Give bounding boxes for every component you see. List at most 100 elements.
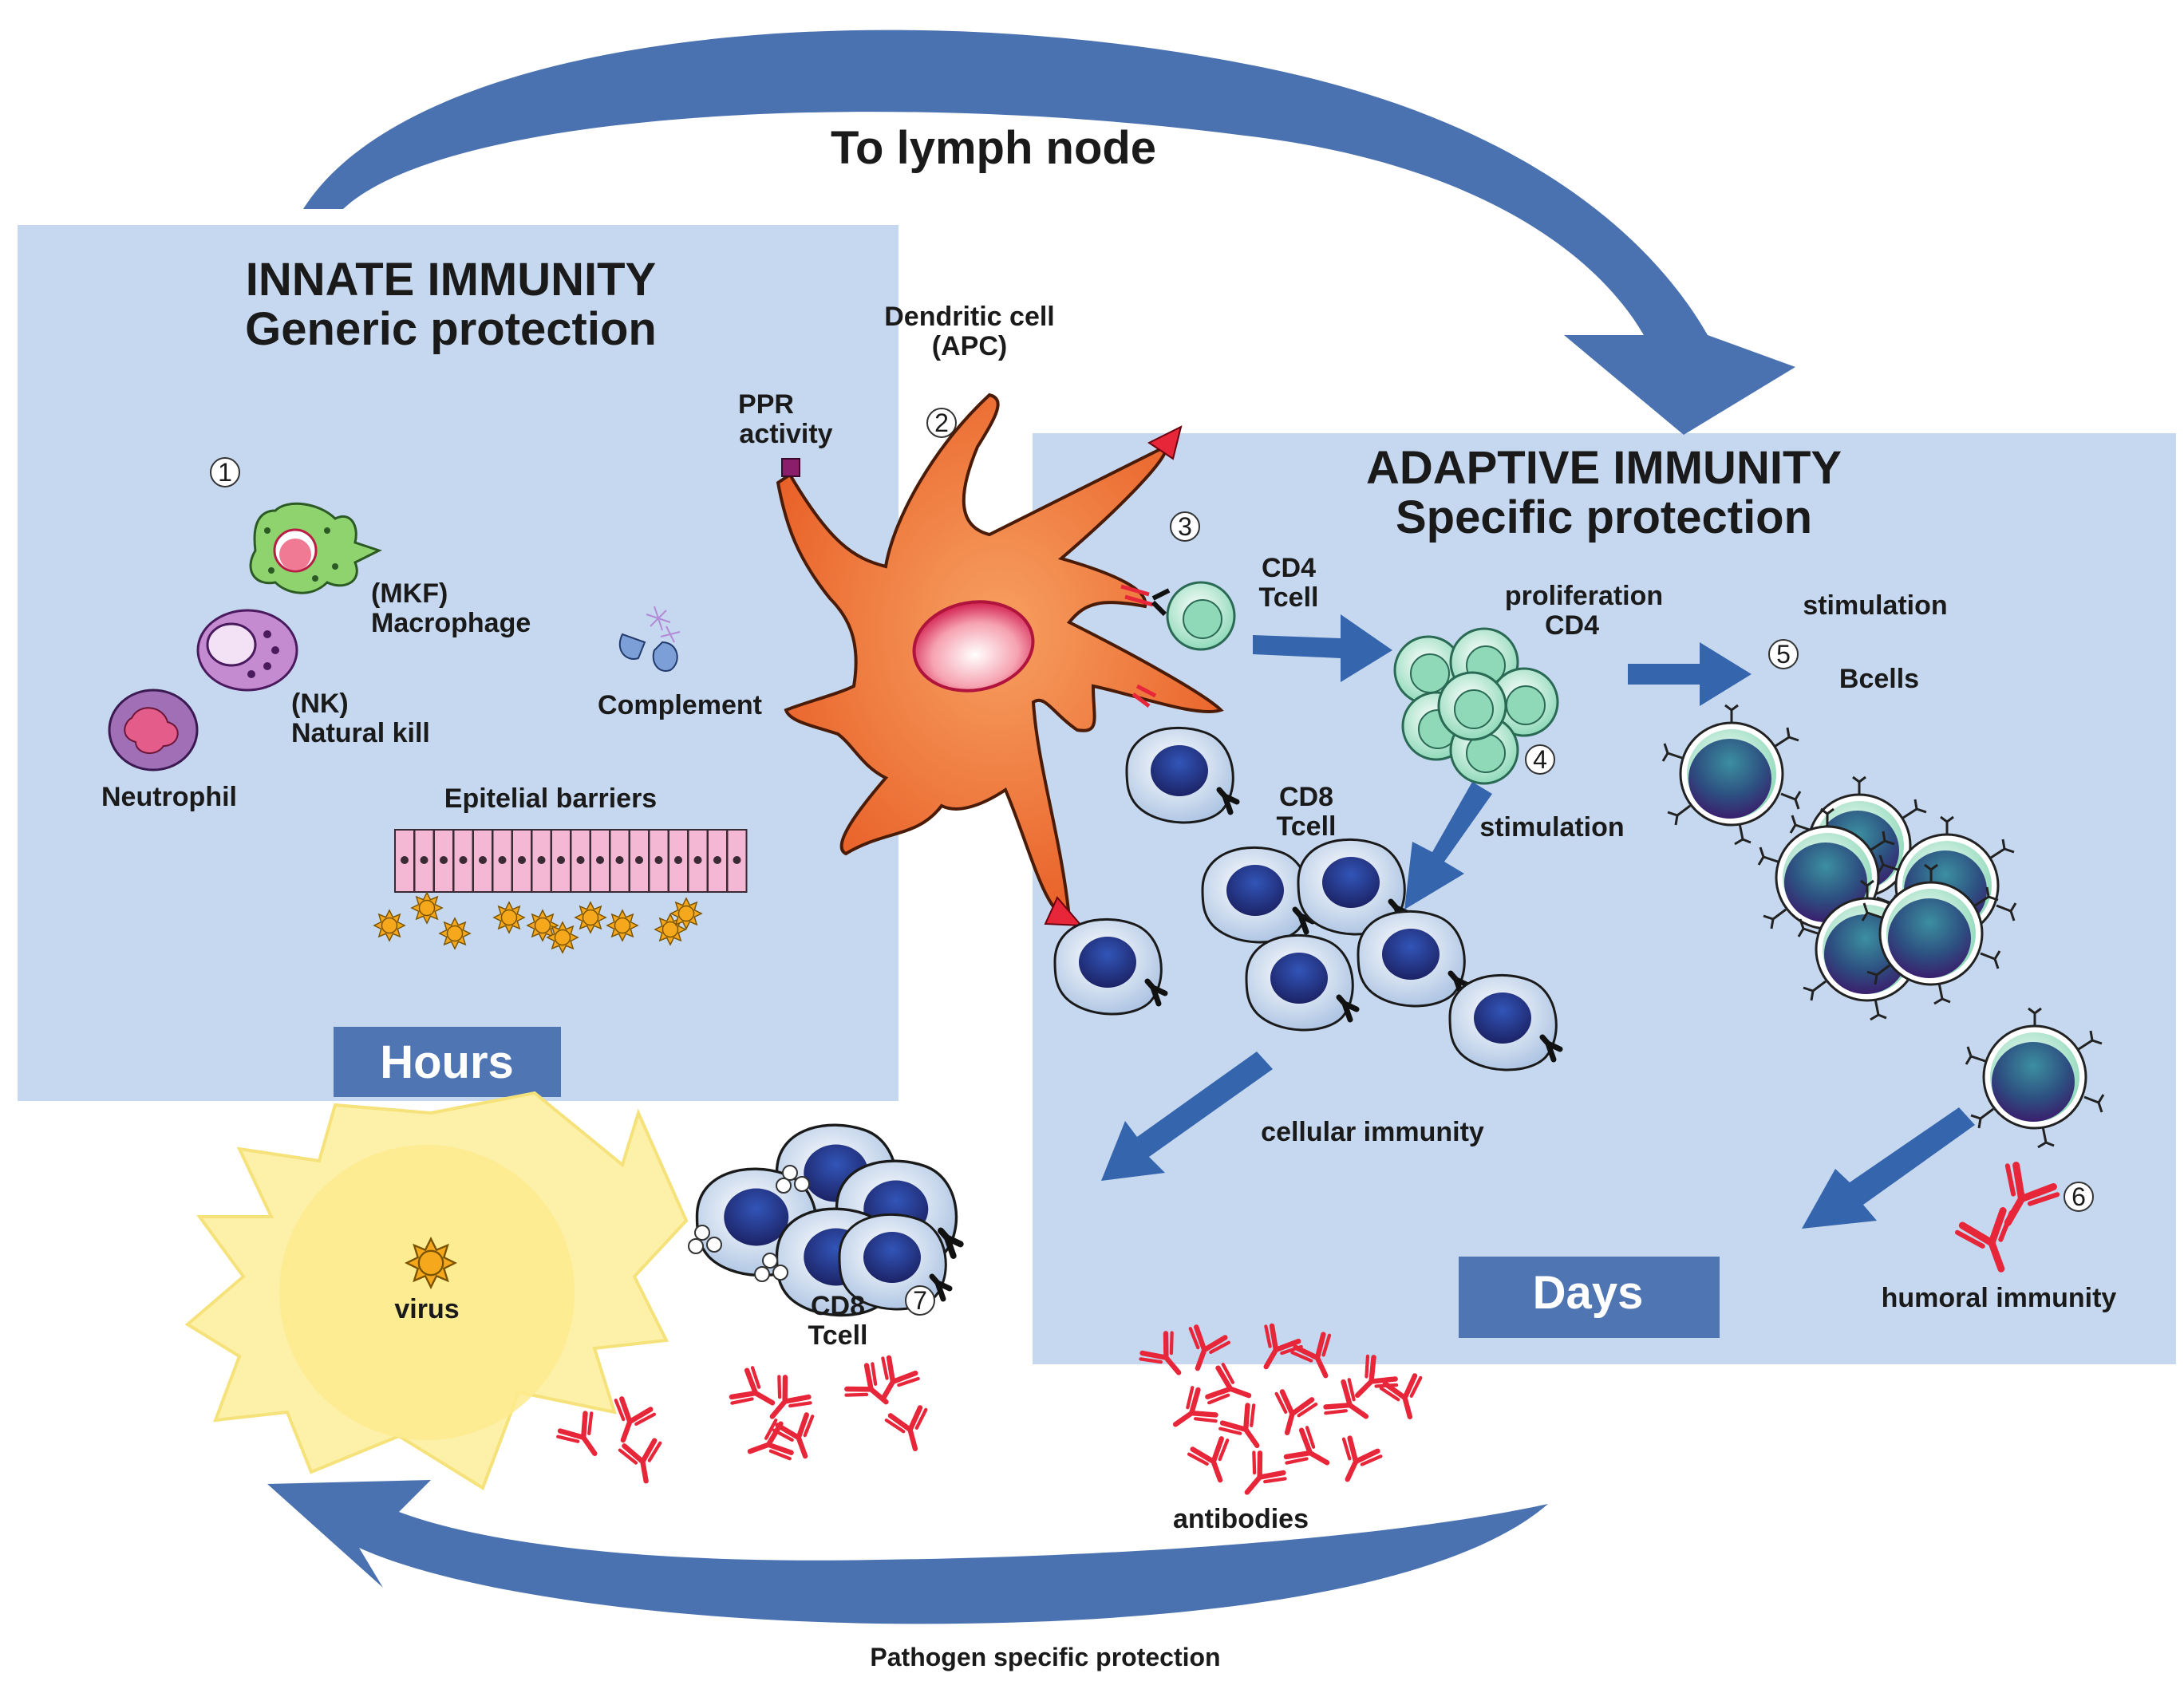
virus-particle bbox=[547, 921, 579, 953]
nk-cell-icon bbox=[196, 609, 298, 692]
cd4-label-2: Tcell bbox=[1259, 582, 1319, 613]
virus-particle bbox=[670, 898, 702, 929]
antibody bbox=[1329, 1436, 1383, 1488]
hours-label: Hours bbox=[380, 1036, 514, 1088]
nk-label-1: (NK) bbox=[291, 689, 349, 719]
epithelial-cell-nucleus bbox=[537, 856, 546, 864]
step-5-number: 5 bbox=[1776, 640, 1791, 669]
antibody-icon bbox=[619, 1440, 666, 1485]
cytotoxic-cd8-cluster bbox=[688, 1125, 961, 1315]
epithelial-cell-nucleus bbox=[635, 856, 643, 864]
antibody bbox=[886, 1407, 935, 1454]
antibody-icon bbox=[743, 1419, 793, 1471]
step-2-marker bbox=[926, 408, 957, 438]
epithelial-cell-nucleus bbox=[440, 856, 448, 864]
cellular-immunity-label: cellular immunity bbox=[1261, 1117, 1484, 1147]
epithelial-cell bbox=[511, 829, 532, 893]
antibody bbox=[619, 1440, 666, 1485]
dendritic-cell-icon bbox=[776, 393, 1224, 927]
step-3-number: 3 bbox=[1178, 512, 1192, 541]
days-tag bbox=[1459, 1257, 1720, 1338]
arrow-cellular-immunity bbox=[1101, 1052, 1273, 1181]
antibody-icon bbox=[1231, 1450, 1287, 1505]
cd4-label-1: CD4 bbox=[1262, 553, 1316, 583]
cd8-label-2: Tcell bbox=[1277, 811, 1337, 842]
step-1-number: 1 bbox=[218, 458, 232, 487]
ppr-label-2: activity bbox=[739, 419, 832, 449]
stimulation-label-mid: stimulation bbox=[1479, 812, 1624, 843]
antibody-icon bbox=[556, 1411, 611, 1466]
arrow-cd4-to-proliferation bbox=[1253, 614, 1392, 682]
epithelial-cell-nucleus bbox=[498, 856, 507, 864]
step-3-marker bbox=[1170, 511, 1200, 542]
antibodies-group bbox=[556, 1324, 1430, 1505]
step-6-number: 6 bbox=[2071, 1182, 2086, 1211]
bottom-cd8-label-1: CD8 bbox=[811, 1291, 865, 1321]
hours-tag bbox=[334, 1027, 561, 1097]
virus-particle bbox=[606, 910, 638, 941]
antibody bbox=[1218, 1403, 1274, 1458]
epithelial-cell-nucleus bbox=[401, 856, 409, 864]
virus-particle bbox=[411, 892, 443, 924]
epithelial-cell-nucleus bbox=[576, 856, 585, 864]
macrophage-label-1: (MKF) bbox=[371, 578, 448, 609]
complement-label: Complement bbox=[598, 690, 762, 720]
antibody bbox=[1231, 1450, 1287, 1505]
innate-title: INNATE IMMUNITY bbox=[246, 254, 656, 306]
proliferation-label-1: proliferation bbox=[1505, 581, 1663, 611]
antibodies-label: antibodies bbox=[1173, 1504, 1309, 1534]
step-1-marker bbox=[210, 457, 240, 487]
antibody bbox=[1188, 1437, 1240, 1487]
antibody-icon bbox=[1284, 1426, 1337, 1480]
epithelial-cell-nucleus bbox=[713, 856, 721, 864]
epithelial-cell-nucleus bbox=[615, 856, 624, 864]
epithelial-cell-nucleus bbox=[459, 856, 468, 864]
dendritic-label-1: Dendritic cell bbox=[884, 302, 1055, 332]
virus-particle bbox=[575, 902, 606, 933]
antibody-icon bbox=[886, 1407, 935, 1454]
step-4-number: 4 bbox=[1533, 745, 1547, 774]
epithelial-cell bbox=[413, 829, 435, 893]
neutrophil-label: Neutrophil bbox=[101, 782, 237, 812]
step-5-marker bbox=[1768, 639, 1799, 669]
humoral-immunity-label: humoral immunity bbox=[1882, 1283, 2117, 1313]
epithelial-cell-nucleus bbox=[518, 856, 526, 864]
virus-icon bbox=[405, 1237, 456, 1288]
antibody bbox=[1284, 1426, 1337, 1480]
step-4-marker bbox=[1525, 744, 1555, 775]
step-7-marker bbox=[905, 1285, 935, 1316]
virus-particle bbox=[373, 910, 405, 941]
stimulation-label-top: stimulation bbox=[1803, 590, 1947, 621]
bcells-label: Bcells bbox=[1839, 664, 1919, 694]
step-7-number: 7 bbox=[913, 1286, 927, 1315]
arrow-stimulation-down bbox=[1404, 782, 1492, 910]
complement-icon bbox=[618, 606, 681, 672]
epithelial-barrier-icon bbox=[394, 829, 748, 893]
innate-subtitle: Generic protection bbox=[245, 303, 657, 355]
bottom-cd8-label-2: Tcell bbox=[808, 1320, 868, 1351]
top-arrow-label: To lymph node bbox=[831, 122, 1156, 174]
bottom-arrow-label: Pathogen specific protection bbox=[870, 1643, 1220, 1671]
adaptive-title: ADAPTIVE IMMUNITY bbox=[1366, 442, 1842, 494]
proliferation-label-2: CD4 bbox=[1545, 610, 1599, 641]
antibody bbox=[556, 1411, 611, 1466]
ppr-label-1: PPR bbox=[738, 389, 794, 420]
epithelial-cell-nucleus bbox=[557, 856, 565, 864]
antigen-receptor-icon bbox=[1120, 584, 1171, 708]
epithelial-cell bbox=[492, 829, 513, 893]
nk-label-2: Natural kill bbox=[291, 718, 430, 748]
virus-particle bbox=[493, 902, 525, 933]
epithelial-cell-nucleus bbox=[654, 856, 663, 864]
cd4-tcell-icon bbox=[1166, 581, 1236, 651]
step-6-marker bbox=[2064, 1182, 2094, 1212]
epithelial-cell-nucleus bbox=[596, 856, 604, 864]
antibody-icon bbox=[1218, 1403, 1274, 1458]
virus-label: virus bbox=[394, 1294, 459, 1324]
adaptive-subtitle: Specific protection bbox=[1396, 491, 1812, 543]
neutrophil-icon bbox=[108, 689, 199, 771]
dendritic-label-2: (APC) bbox=[932, 331, 1007, 361]
days-label: Days bbox=[1533, 1267, 1644, 1319]
barriers-label: Epitelial barriers bbox=[444, 783, 657, 814]
epithelial-cell-nucleus bbox=[674, 856, 682, 864]
